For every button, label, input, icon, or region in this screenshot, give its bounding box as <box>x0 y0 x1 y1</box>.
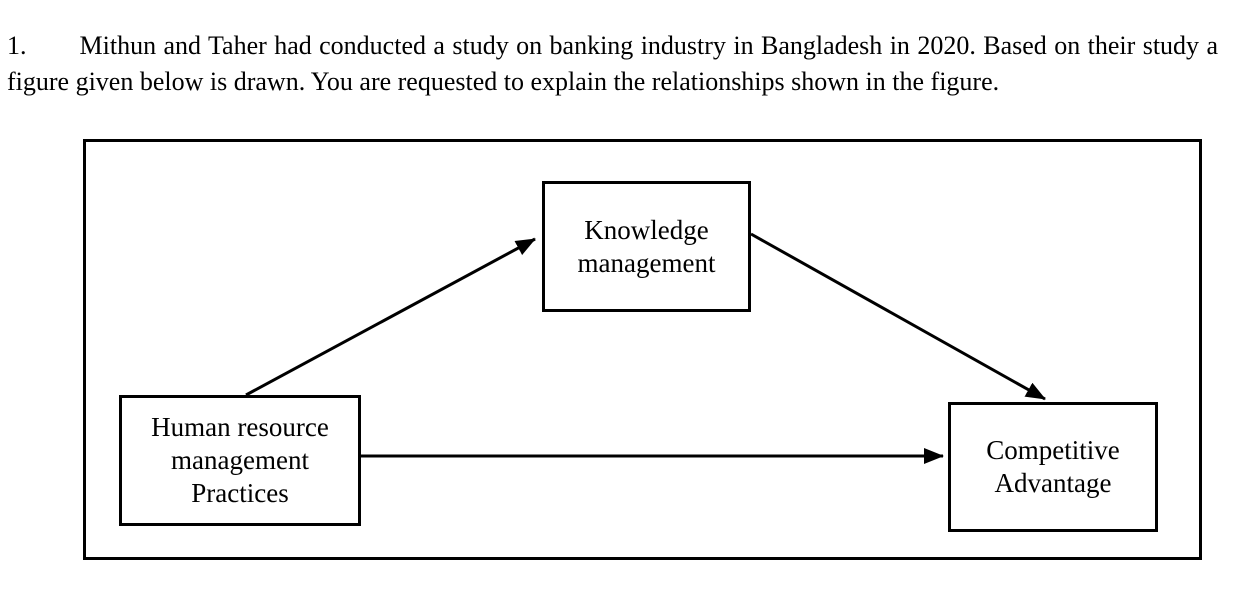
box-label-line: Knowledge <box>584 214 709 245</box>
figure-frame-and-arrows <box>83 139 1202 560</box>
box-label-line: Practices <box>191 478 289 508</box>
arrow-hrm-to-knowledge <box>245 237 536 397</box>
box-label-line: management <box>577 247 716 278</box>
box-label-line: management <box>171 445 309 475</box>
box-competitive-advantage: Competitive Advantage <box>948 402 1158 532</box>
box-label-line: Human resource <box>151 412 329 442</box>
box-label-line: Competitive <box>986 435 1120 465</box>
question-paragraph: 1.Mithun and Taher had conducted a study… <box>7 28 1218 99</box>
figure-diagram: Knowledge management Human resource mana… <box>83 139 1202 560</box>
box-hrm-practices: Human resource management Practices <box>119 395 361 526</box>
box-label-line: Advantage <box>994 468 1112 498</box>
question-number: 1. <box>7 31 27 60</box>
box-knowledge-management: Knowledge management <box>542 181 751 312</box>
figure-border <box>83 139 1202 560</box>
arrow-knowledge-to-competitive <box>750 232 1046 401</box>
question-text: Mithun and Taher had conducted a study o… <box>7 31 1218 96</box>
